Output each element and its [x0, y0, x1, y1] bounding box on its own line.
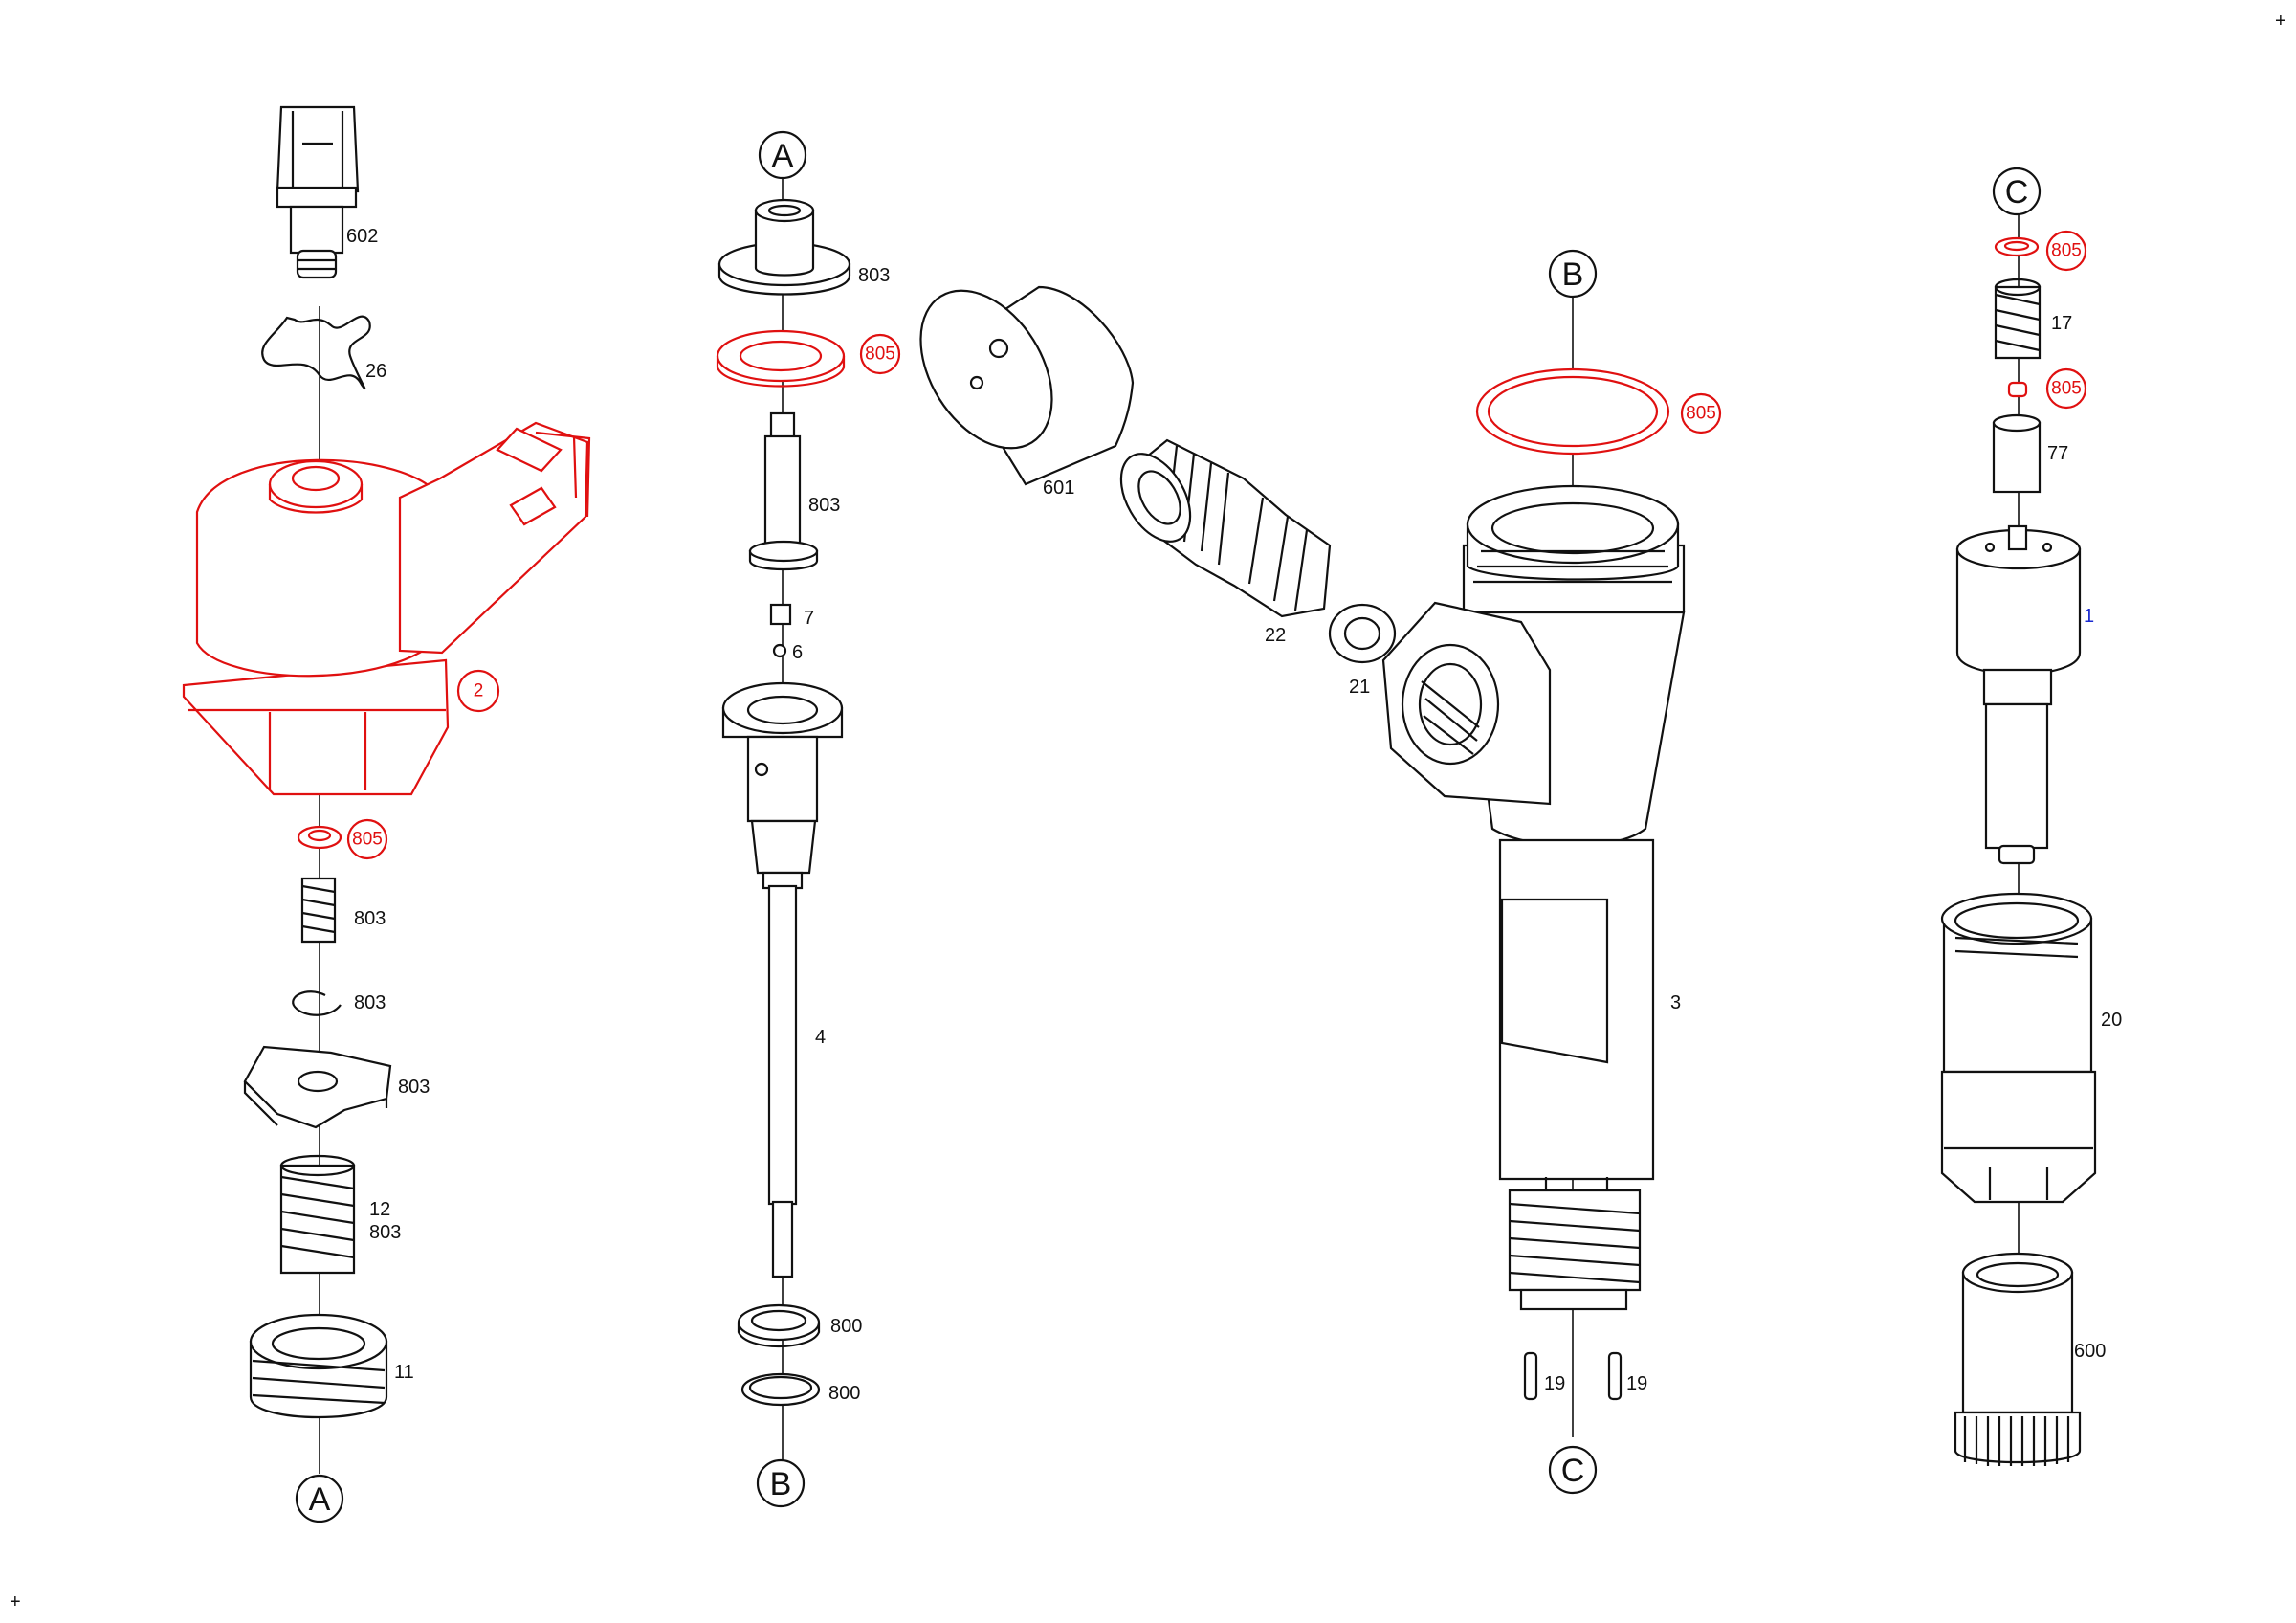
- callout-circle-805-col4-bottom: [2045, 367, 2087, 410]
- connector-b-circle-bottom: [756, 1458, 806, 1508]
- label-600: 600: [2074, 1341, 2106, 1362]
- connector-b-label-top: B: [1562, 256, 1584, 293]
- label-21: 21: [1349, 677, 1370, 698]
- label-6: 6: [792, 642, 803, 663]
- label-805-col4-bottom: 805: [2051, 379, 2082, 399]
- label-803-circlip: 803: [354, 992, 386, 1013]
- label-3: 3: [1670, 992, 1681, 1013]
- part-77-pressure-pin[interactable]: [1992, 413, 2042, 494]
- label-800-washer: 800: [830, 1316, 862, 1337]
- part-6-ball[interactable]: [772, 643, 787, 658]
- part-20-nozzle-retaining-nut[interactable]: [1940, 892, 2097, 1204]
- part-602-connector-plug[interactable]: [276, 105, 360, 279]
- label-7: 7: [804, 608, 814, 629]
- label-805-col2: 805: [865, 345, 895, 365]
- part-601-protective-cap[interactable]: [894, 267, 1135, 486]
- part-19-dowel-pin-right[interactable]: [1607, 1351, 1623, 1401]
- part-1-nozzle[interactable]: [1955, 524, 2082, 865]
- callout-circle-2: [456, 669, 500, 713]
- label-17: 17: [2051, 313, 2072, 334]
- connector-b-circle-top: [1548, 249, 1598, 299]
- part-803-armature-plate[interactable]: [243, 1045, 392, 1129]
- label-1: 1: [2084, 606, 2094, 627]
- label-2: 2: [474, 681, 484, 701]
- label-803-cap: 803: [858, 265, 890, 286]
- part-800-washer[interactable]: [737, 1303, 821, 1347]
- part-2-solenoid-valve[interactable]: [182, 421, 591, 796]
- part-805-large-seal-ring[interactable]: [1475, 367, 1670, 456]
- part-800-o-ring[interactable]: [740, 1372, 821, 1407]
- part-805-shim-upper[interactable]: [1994, 236, 2040, 257]
- callout-circle-805-col4-top: [2045, 230, 2087, 272]
- part-805-seal-ring-col2[interactable]: [716, 329, 846, 388]
- registration-mark-top-right: +: [2275, 11, 2286, 32]
- label-805-col4-top: 805: [2051, 241, 2082, 261]
- connector-c-label-bottom: C: [1561, 1453, 1585, 1489]
- part-805-shim-lower[interactable]: [2007, 381, 2028, 398]
- label-803-bolt: 803: [808, 495, 840, 516]
- label-20: 20: [2101, 1010, 2122, 1031]
- label-22: 22: [1265, 625, 1286, 646]
- callout-circle-805-col3: [1680, 392, 1722, 434]
- connector-a-label-bottom: A: [309, 1481, 331, 1518]
- label-12: 12: [369, 1199, 390, 1220]
- part-803-circlip[interactable]: [292, 990, 342, 1016]
- connector-c-label-top: C: [2005, 174, 2029, 211]
- label-800-ring: 800: [828, 1383, 860, 1404]
- label-11: 11: [394, 1362, 414, 1383]
- label-803-spring-2: 803: [369, 1222, 401, 1243]
- part-22-inlet-fitting[interactable]: [1107, 438, 1332, 618]
- connector-c-circle-bottom: [1548, 1445, 1598, 1495]
- part-11-nut[interactable]: [249, 1313, 388, 1419]
- part-803-valve-bolt[interactable]: [748, 411, 819, 571]
- part-805-washer-col1[interactable]: [297, 825, 342, 850]
- label-4: 4: [815, 1027, 826, 1048]
- connector-a-label-top: A: [772, 138, 794, 174]
- label-26: 26: [365, 361, 386, 382]
- callout-circle-805-col2: [859, 333, 901, 375]
- part-803-valve-cap[interactable]: [718, 198, 851, 296]
- label-601: 601: [1043, 478, 1074, 499]
- connector-b-label-bottom: B: [770, 1466, 792, 1502]
- label-19-right: 19: [1626, 1373, 1647, 1394]
- part-600-protective-sleeve[interactable]: [1954, 1252, 2082, 1466]
- part-3-nozzle-holder-body[interactable]: [1381, 484, 1686, 1311]
- label-805-col3: 805: [1686, 404, 1716, 424]
- part-4-valve-body-piston[interactable]: [721, 681, 844, 1278]
- connector-a-circle-top: [758, 130, 807, 180]
- part-7-sleeve[interactable]: [769, 603, 792, 626]
- label-602: 602: [346, 226, 378, 247]
- part-12-spring[interactable]: [279, 1154, 356, 1275]
- part-26-clip[interactable]: [261, 315, 371, 390]
- label-803-spring: 803: [354, 908, 386, 929]
- label-805-col1: 805: [352, 830, 383, 850]
- connector-a-circle-bottom: [295, 1474, 344, 1523]
- connector-c-circle-top: [1992, 167, 2042, 216]
- part-21-washer[interactable]: [1328, 603, 1397, 664]
- callout-circle-805-col1: [346, 818, 388, 860]
- part-803-small-spring[interactable]: [300, 877, 337, 944]
- label-77: 77: [2047, 443, 2068, 464]
- part-19-dowel-pin-left[interactable]: [1523, 1351, 1538, 1401]
- label-19-left: 19: [1544, 1373, 1565, 1394]
- part-17-nozzle-spring[interactable]: [1994, 278, 2042, 360]
- registration-mark-bottom-left: +: [10, 1591, 21, 1612]
- label-803-plate: 803: [398, 1077, 430, 1098]
